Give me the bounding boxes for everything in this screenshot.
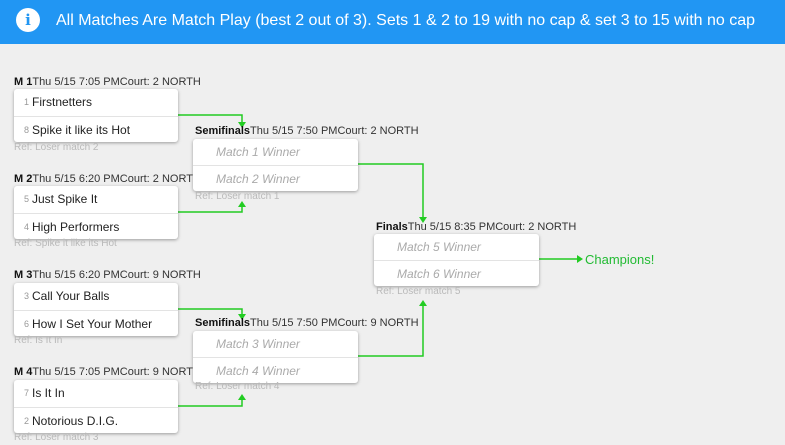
finals-card: Match 5 Winner Match 6 Winner xyxy=(374,234,539,286)
team-name: Just Spike It xyxy=(32,192,98,206)
match-info: Thu 5/15 7:05 PMCourt: 2 NORTH xyxy=(32,76,201,88)
seed-number: 5 xyxy=(23,194,29,204)
info-banner: i All Matches Are Match Play (best 2 out… xyxy=(0,0,785,44)
match-3-header: M 3Thu 5/15 6:20 PMCourt: 9 NORTH xyxy=(14,269,201,281)
referee-note: Ref: Spike it like its Hot xyxy=(14,238,117,249)
info-icon: i xyxy=(16,8,40,32)
seed-number: 3 xyxy=(23,291,29,301)
team-slot[interactable]: Match 1 Winner xyxy=(193,139,358,165)
match-label: Semifinals xyxy=(195,125,251,137)
referee-note: Ref: Loser match 5 xyxy=(376,286,461,297)
team-name: How I Set Your Mother xyxy=(32,316,153,331)
seed-number: 8 xyxy=(23,124,29,135)
match-label: Finals xyxy=(376,221,408,233)
match-label: Semifinals xyxy=(195,317,251,329)
team-slot[interactable]: Match 6 Winner xyxy=(374,260,539,286)
match-1-header: M 1Thu 5/15 7:05 PMCourt: 2 NORTH xyxy=(14,76,201,88)
seed-number: 1 xyxy=(23,97,29,107)
match-info: Thu 5/15 6:20 PMCourt: 9 NORTH xyxy=(32,269,201,281)
placeholder-text: Match 5 Winner xyxy=(397,240,481,254)
team-name: High Performers xyxy=(32,219,120,234)
semifinal-2-header: SemifinalsThu 5/15 7:50 PMCourt: 9 NORTH xyxy=(195,317,419,329)
placeholder-text: Match 2 Winner xyxy=(216,171,300,186)
team-name: Call Your Balls xyxy=(32,289,110,303)
placeholder-text: Match 4 Winner xyxy=(216,363,300,378)
match-label: M 1 xyxy=(14,76,33,88)
semifinal-1-header: SemifinalsThu 5/15 7:50 PMCourt: 2 NORTH xyxy=(195,125,419,137)
placeholder-text: Match 6 Winner xyxy=(397,266,481,281)
placeholder-text: Match 1 Winner xyxy=(216,145,300,159)
seed-number: 4 xyxy=(23,221,29,232)
team-name: Notorious D.I.G. xyxy=(32,413,119,428)
team-slot[interactable]: Match 5 Winner xyxy=(374,234,539,260)
match-info: Thu 5/15 6:20 PMCourt: 2 NORTH xyxy=(32,173,201,185)
match-label: M 2 xyxy=(14,173,33,185)
semifinal-1-card: Match 1 Winner Match 2 Winner xyxy=(193,139,358,191)
champions-label: Champions! xyxy=(585,252,655,267)
team-name: Firstnetters xyxy=(32,95,93,109)
referee-note: Ref: Loser match 4 xyxy=(195,381,280,392)
match-info: Thu 5/15 7:50 PMCourt: 2 NORTH xyxy=(250,125,419,137)
referee-note: Ref: Is It In xyxy=(14,335,63,346)
seed-number: 6 xyxy=(23,318,29,329)
team-slot[interactable]: Match 2 Winner xyxy=(193,165,358,191)
match-2-header: M 2Thu 5/15 6:20 PMCourt: 2 NORTH xyxy=(14,173,201,185)
semifinal-2-card: Match 3 Winner Match 4 Winner xyxy=(193,331,358,383)
referee-note: Ref: Loser match 3 xyxy=(14,432,99,443)
match-info: Thu 5/15 7:50 PMCourt: 9 NORTH xyxy=(250,317,419,329)
team-slot[interactable]: Match 3 Winner xyxy=(193,331,358,357)
seed-number: 7 xyxy=(23,388,29,398)
team-name: Is It In xyxy=(32,386,65,400)
banner-text: All Matches Are Match Play (best 2 out o… xyxy=(56,12,756,29)
match-info: Thu 5/15 7:05 PMCourt: 9 NORTH xyxy=(32,366,201,378)
match-label: M 4 xyxy=(14,366,33,378)
team-name: Spike it like its Hot xyxy=(32,122,131,137)
finals-header: FinalsThu 5/15 8:35 PMCourt: 2 NORTH xyxy=(376,221,576,233)
referee-note: Ref: Loser match 2 xyxy=(14,142,99,153)
seed-number: 2 xyxy=(23,415,29,426)
team-slot[interactable]: Match 4 Winner xyxy=(193,357,358,383)
match-label: M 3 xyxy=(14,269,33,281)
match-info: Thu 5/15 8:35 PMCourt: 2 NORTH xyxy=(407,221,577,233)
placeholder-text: Match 3 Winner xyxy=(216,337,300,351)
referee-note: Ref: Loser match 1 xyxy=(195,191,280,202)
match-4-header: M 4Thu 5/15 7:05 PMCourt: 9 NORTH xyxy=(14,366,201,378)
